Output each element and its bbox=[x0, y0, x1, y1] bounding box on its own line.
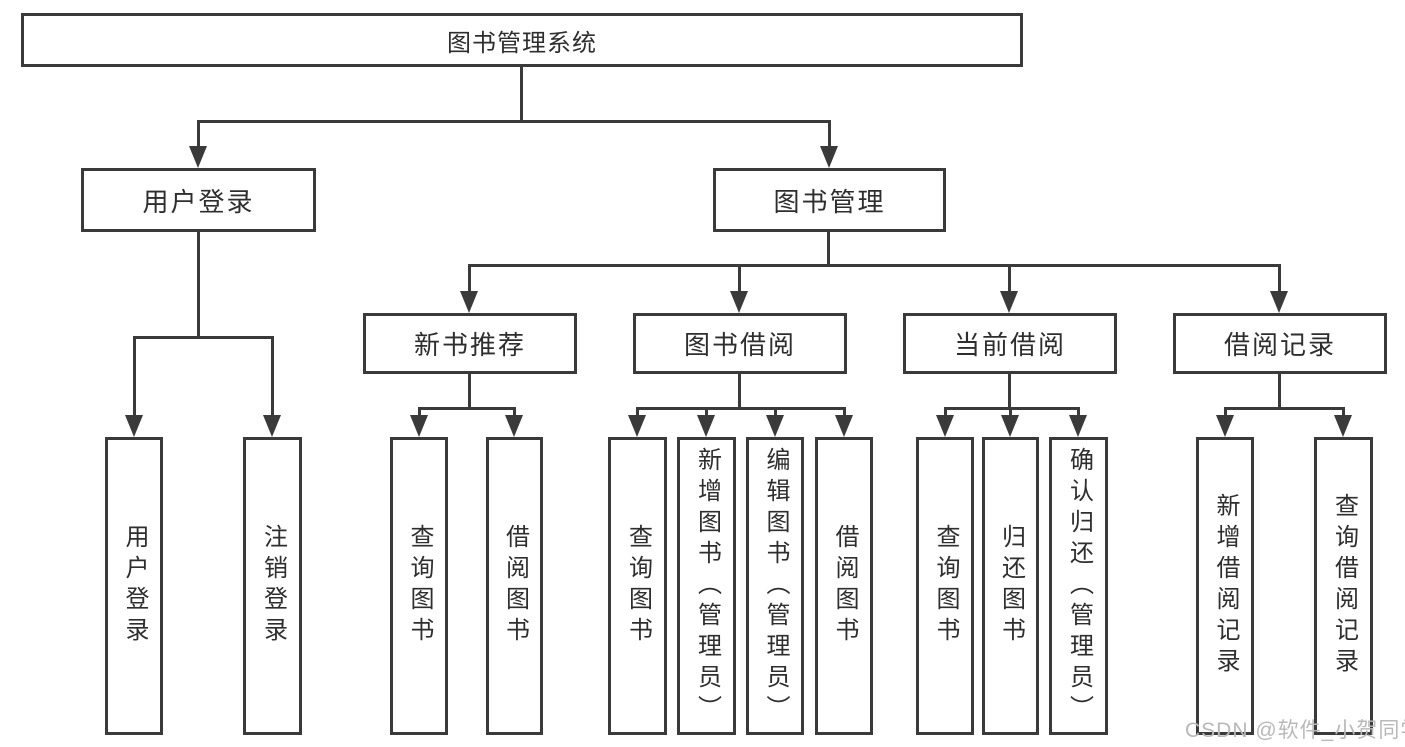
connector-line bbox=[843, 407, 846, 415]
connector-line bbox=[468, 264, 1281, 267]
connector-line bbox=[1278, 264, 1281, 291]
connector-line bbox=[1224, 407, 1344, 410]
connector-line bbox=[513, 407, 516, 415]
node-leaf-query-borrow-record: 查询借阅记录 bbox=[1314, 437, 1373, 735]
arrowhead bbox=[505, 415, 523, 437]
connector-line bbox=[133, 336, 136, 415]
node-book-borrowing: 图书借阅 bbox=[633, 313, 847, 374]
node-leaf-borrow-books-borrow: 借阅图书 bbox=[815, 437, 873, 735]
node-borrowing-records: 借阅记录 bbox=[1173, 313, 1387, 374]
node-leaf-query-books-recommend: 查询图书 bbox=[390, 437, 448, 735]
node-leaf-return-book: 归还图书 bbox=[982, 437, 1039, 735]
arrowhead bbox=[835, 415, 853, 437]
connector-line bbox=[828, 120, 831, 146]
connector-line bbox=[774, 407, 777, 415]
connector-line bbox=[1224, 407, 1227, 415]
csdn-watermark: CSDN @软件_小贺同学 bbox=[1185, 719, 1405, 742]
node-leaf-query-books-current: 查询图书 bbox=[916, 437, 974, 735]
connector-line bbox=[418, 407, 421, 415]
connector-line bbox=[738, 374, 741, 407]
connector-line bbox=[197, 120, 200, 146]
node-leaf-edit-book-admin: 编辑图书（管理员） bbox=[746, 437, 804, 735]
arrowhead bbox=[1000, 291, 1018, 313]
connector-line bbox=[738, 264, 741, 291]
connector-line bbox=[827, 232, 830, 264]
node-new-book-recommend: 新书推荐 bbox=[363, 313, 577, 374]
arrowhead bbox=[189, 146, 207, 168]
connector-line bbox=[520, 66, 523, 120]
node-root-system: 图书管理系统 bbox=[21, 13, 1023, 67]
connector-line bbox=[197, 120, 831, 123]
arrowhead bbox=[1270, 291, 1288, 313]
node-leaf-confirm-return-admin: 确认归还（管理员） bbox=[1049, 437, 1108, 735]
connector-line bbox=[1008, 264, 1011, 291]
arrowhead bbox=[1334, 415, 1352, 437]
node-leaf-user-login: 用户登录 bbox=[105, 437, 163, 735]
arrowhead bbox=[1069, 415, 1087, 437]
arrowhead bbox=[820, 146, 838, 168]
connector-line bbox=[1278, 374, 1281, 407]
node-current-borrowing: 当前借阅 bbox=[903, 313, 1117, 374]
node-leaf-borrow-books-recommend: 借阅图书 bbox=[486, 437, 543, 735]
connector-line bbox=[1342, 407, 1345, 415]
connector-line bbox=[1008, 374, 1011, 407]
node-leaf-logout: 注销登录 bbox=[243, 437, 302, 735]
arrowhead bbox=[263, 415, 281, 437]
connector-line bbox=[197, 232, 200, 336]
arrowhead bbox=[730, 291, 748, 313]
arrowhead bbox=[697, 415, 715, 437]
arrowhead bbox=[766, 415, 784, 437]
arrowhead bbox=[460, 291, 478, 313]
arrowhead bbox=[410, 415, 428, 437]
arrowhead bbox=[1001, 415, 1019, 437]
node-leaf-query-books-borrow: 查询图书 bbox=[608, 437, 667, 735]
connector-line bbox=[468, 374, 471, 407]
connector-line bbox=[636, 407, 845, 410]
node-leaf-add-borrow-record: 新增借阅记录 bbox=[1196, 437, 1254, 735]
connector-line bbox=[636, 407, 639, 415]
connector-line bbox=[705, 407, 708, 415]
connector-line bbox=[271, 336, 274, 415]
connector-line bbox=[468, 264, 471, 291]
arrowhead bbox=[1216, 415, 1234, 437]
connector-line bbox=[133, 336, 274, 339]
arrowhead bbox=[628, 415, 646, 437]
connector-line bbox=[418, 407, 515, 410]
connector-line bbox=[1009, 407, 1012, 415]
node-book-management: 图书管理 bbox=[713, 168, 946, 232]
node-leaf-add-book-admin: 新增图书（管理员） bbox=[677, 437, 736, 735]
node-user-login: 用户登录 bbox=[81, 168, 316, 232]
arrowhead bbox=[936, 415, 954, 437]
connector-line bbox=[944, 407, 947, 415]
arrowhead bbox=[125, 415, 143, 437]
connector-line bbox=[1077, 407, 1080, 415]
